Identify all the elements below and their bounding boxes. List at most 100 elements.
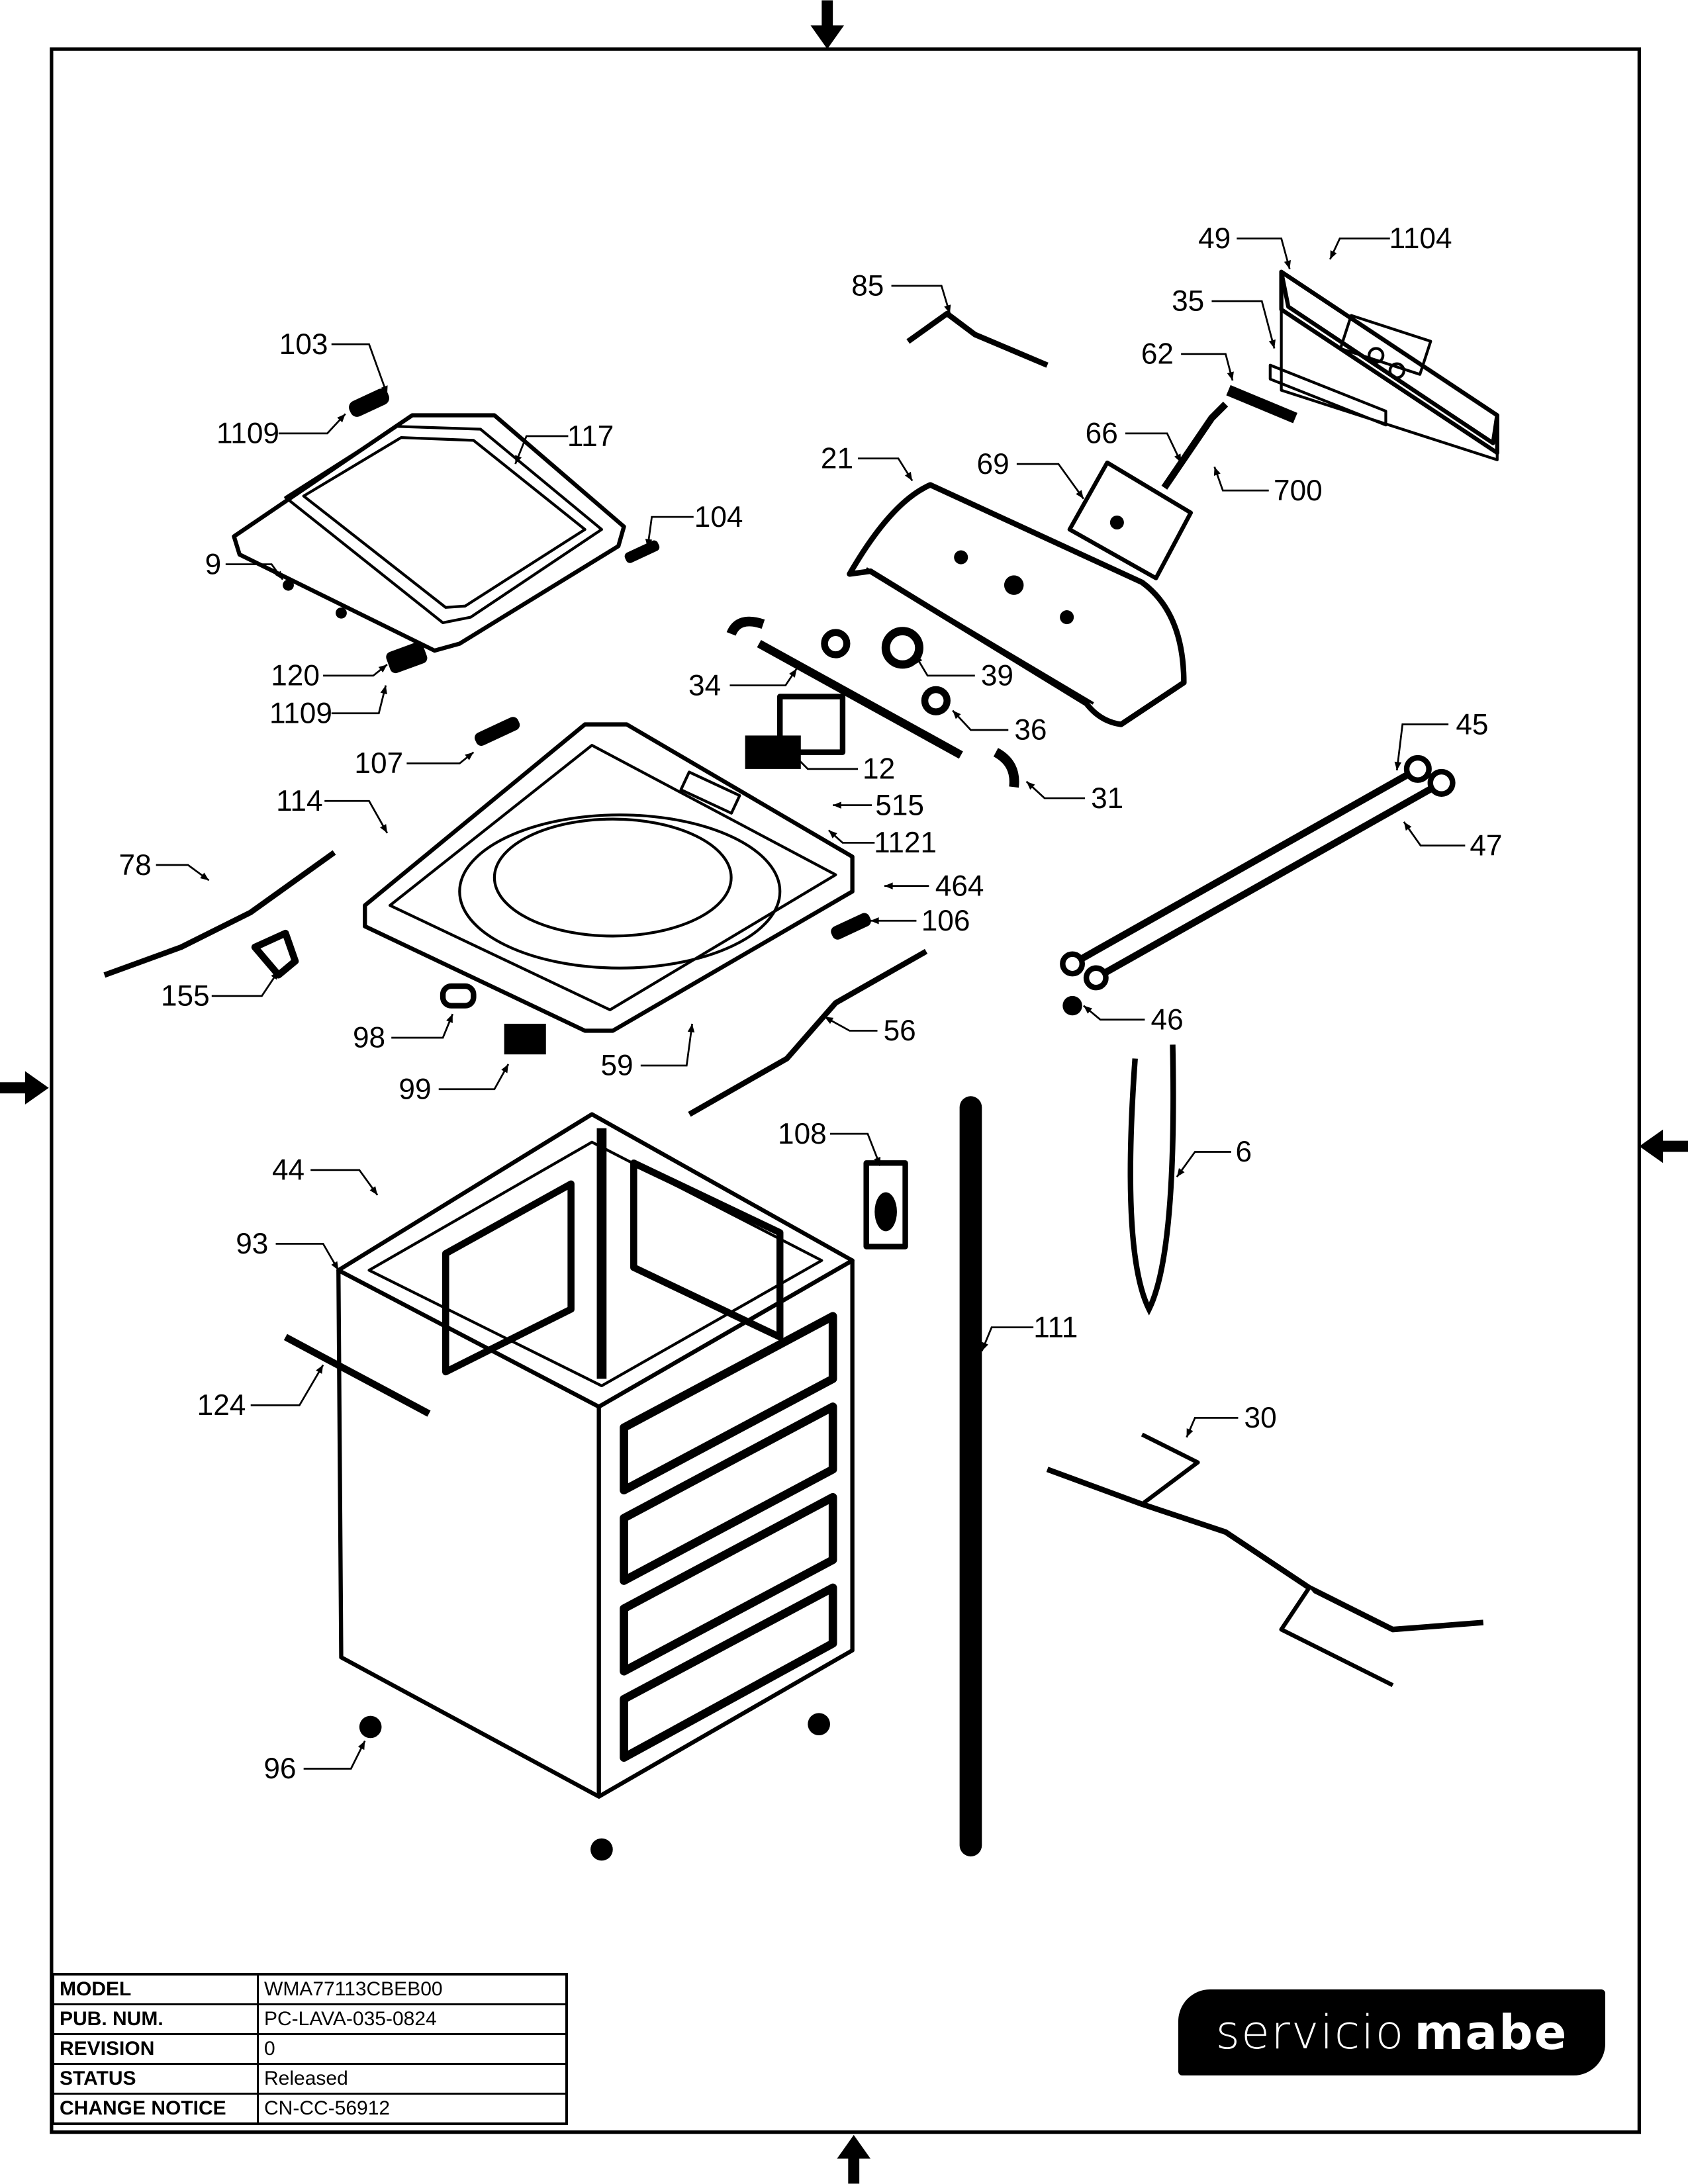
drain-hose-part	[1127, 1044, 1176, 1316]
leader-line	[981, 1326, 1034, 1351]
callout-35: 35	[1172, 285, 1276, 349]
logo-word-mabe: mabe	[1414, 2005, 1568, 2060]
arrow-up-icon	[837, 2134, 870, 2184]
leader-line	[1395, 723, 1449, 771]
part-number-label: 62	[1141, 338, 1174, 371]
arrowhead-icon	[369, 1186, 378, 1195]
part-number-label: 155	[161, 980, 210, 1013]
callout-99: 99	[399, 1064, 510, 1106]
title-key: STATUS	[52, 2063, 259, 2095]
title-value: WMA77113CBEB00	[257, 1973, 568, 2005]
leader-line	[514, 435, 569, 465]
arrowhead-icon	[915, 655, 923, 664]
leader-line	[1213, 466, 1269, 492]
arrowhead-icon	[1076, 490, 1084, 499]
title-value: Released	[257, 2063, 568, 2095]
bracket-part	[251, 929, 299, 979]
part-number-label: 78	[119, 849, 152, 882]
part-number-label: 66	[1086, 418, 1118, 450]
arrowhead-icon	[465, 752, 474, 760]
arrowhead-icon	[1394, 761, 1402, 770]
callout-107: 107	[354, 747, 475, 780]
leader-line	[858, 457, 914, 482]
leader-line	[331, 343, 389, 395]
arrowhead-icon	[200, 872, 209, 881]
callout-59: 59	[600, 1023, 695, 1082]
switch-part	[504, 1023, 546, 1055]
sensor-part	[863, 1160, 908, 1250]
part-number-label: 117	[567, 420, 614, 453]
callout-78: 78	[119, 849, 210, 882]
callout-31: 31	[1025, 780, 1123, 815]
part-number-label: 30	[1244, 1402, 1277, 1434]
callout-62: 62	[1141, 338, 1234, 381]
wire-harness-part	[688, 948, 928, 1117]
valve-part	[745, 694, 846, 769]
part-number-label: 44	[272, 1154, 305, 1187]
elbow-part	[726, 616, 765, 636]
title-key: REVISION	[52, 2033, 259, 2065]
leader-line	[729, 668, 798, 687]
part-number-label: 39	[981, 660, 1013, 692]
part-number-label: 12	[863, 753, 895, 786]
arrowhead-icon	[645, 539, 653, 548]
callout-104: 104	[645, 501, 743, 548]
part-number-label: 1121	[874, 827, 937, 859]
leader-line	[391, 1013, 454, 1039]
part-number-label: 515	[875, 789, 924, 821]
callout-103: 103	[279, 328, 389, 395]
part-number-label: 59	[600, 1050, 633, 1082]
elbow-part	[993, 748, 1019, 788]
callout-66: 66	[1086, 418, 1182, 463]
top-cover-part	[363, 717, 871, 1033]
arrowhead-icon	[953, 710, 961, 719]
leader-line	[1211, 300, 1276, 349]
arrowhead-icon	[791, 752, 800, 761]
part-number-label: 120	[271, 660, 320, 692]
arrowhead-icon	[1026, 781, 1035, 790]
part-number-label: 31	[1091, 782, 1123, 815]
leader-line	[406, 751, 475, 764]
backsplash-part	[1268, 269, 1499, 461]
drawing-frame	[50, 47, 1641, 2134]
callout-155: 155	[161, 970, 279, 1013]
callout-1109: 1109	[216, 413, 346, 450]
part-number-label: 700	[1274, 475, 1323, 507]
arrowhead-icon	[944, 304, 951, 314]
leader-line	[275, 1242, 340, 1271]
wire-harness-part	[906, 310, 1049, 368]
leader-line	[310, 1169, 379, 1196]
leader-line	[1125, 432, 1182, 463]
callout-45: 45	[1394, 708, 1488, 771]
leader-line	[891, 285, 951, 314]
callout-1109: 1109	[269, 685, 387, 729]
knob-part	[821, 629, 851, 659]
arrowhead-icon	[1174, 453, 1182, 463]
callout-44: 44	[272, 1154, 379, 1196]
title-row-pub-num: PUB. NUM.PC-LAVA-035-0824	[52, 2003, 568, 2035]
leader-line	[156, 864, 210, 882]
arrowhead-icon	[874, 1156, 881, 1166]
part-number-label: 35	[1172, 285, 1204, 318]
callout-30: 30	[1186, 1402, 1277, 1438]
callout-56: 56	[823, 1015, 916, 1047]
part-number-label: 49	[1198, 222, 1231, 255]
part-number-label: 104	[694, 501, 743, 533]
leader-line	[278, 413, 346, 435]
title-value: 0	[257, 2033, 568, 2065]
arrowhead-icon	[316, 1365, 324, 1374]
main-harness-branch	[1279, 1586, 1394, 1688]
arrowhead-icon	[381, 385, 388, 394]
arrow-down-icon	[810, 0, 844, 50]
arrowhead-icon	[1176, 1168, 1185, 1177]
leader-line	[303, 1740, 366, 1770]
callout-39: 39	[914, 654, 1013, 692]
arrowhead-icon	[904, 471, 913, 481]
leader-line	[324, 799, 389, 834]
callout-21: 21	[821, 442, 914, 482]
title-key: PUB. NUM.	[52, 2003, 259, 2035]
